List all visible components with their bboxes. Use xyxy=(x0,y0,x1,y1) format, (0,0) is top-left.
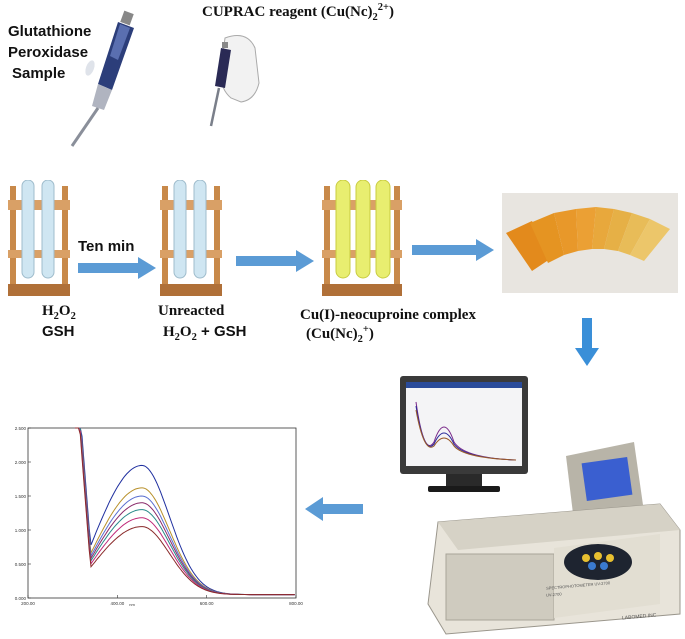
y-tick-label: 0.500 xyxy=(15,562,27,567)
x-tick-label: 600.00 xyxy=(200,601,214,606)
sample-label-line1: Glutathione xyxy=(8,23,92,40)
y-tick-label: 0.000 xyxy=(15,596,27,601)
hand-pipette-icon xyxy=(209,35,260,127)
gsh-label: GSH xyxy=(42,323,75,340)
y-tick-label: 1.500 xyxy=(15,494,27,499)
y-tick-label: 2.000 xyxy=(15,460,27,465)
spectrophotometer-illustration xyxy=(400,376,681,635)
complex-label-line1: Cu(I)-neocuproine complex xyxy=(300,307,476,323)
x-tick-label: 800.00 xyxy=(289,601,303,606)
h2o2-label: H2O2 xyxy=(42,303,76,322)
pipette-icon-1 xyxy=(70,10,134,147)
test-tube-rack-1 xyxy=(8,180,70,296)
spectrum-series-line xyxy=(74,427,295,596)
sample-label-line2: Peroxidase xyxy=(8,44,89,61)
test-tube-rack-3 xyxy=(322,180,402,296)
rack2-label: Unreacted H2O2 + GSH xyxy=(158,302,247,343)
arrow-step-1 xyxy=(78,257,156,279)
rack1-label: H2O2 GSH xyxy=(42,302,76,341)
unreacted-h2o2-gsh-label: H2O2 + GSH xyxy=(163,323,247,343)
x-tick-label: 400.00 xyxy=(110,601,124,606)
colored-tubes-photo xyxy=(502,193,678,293)
sample-label-line3: Sample xyxy=(12,65,66,82)
arrow-step-3 xyxy=(412,239,494,261)
reagent-label: CUPRAC reagent (Cu(Nc)22+) xyxy=(202,2,394,23)
complex-label: Cu(I)-neocuproine complex (Cu(Nc)2+) xyxy=(300,306,476,345)
spectrum-svg: 0.000 0.500 1.000 1.500 2.000 2.500 200.00 400.… xyxy=(15,426,304,607)
x-axis-label: nm xyxy=(129,602,135,607)
complex-label-line2: (Cu(Nc)2+) xyxy=(306,324,374,345)
unreacted-label: Unreacted xyxy=(158,303,225,319)
arrow-left xyxy=(305,497,363,521)
step-time-label: Ten min xyxy=(78,238,135,255)
arrow-down xyxy=(575,318,599,366)
arrow-step-2 xyxy=(236,250,314,272)
y-tick-label: 1.000 xyxy=(15,528,27,533)
x-tick-label: 200.00 xyxy=(21,601,35,606)
y-tick-label: 2.500 xyxy=(15,426,27,431)
test-tube-rack-2 xyxy=(160,180,222,296)
sample-label: Glutathione Peroxidase Sample xyxy=(8,22,91,83)
absorption-spectrum-chart: 0.000 0.500 1.000 1.500 2.000 2.500 200.00 400.… xyxy=(0,420,305,615)
